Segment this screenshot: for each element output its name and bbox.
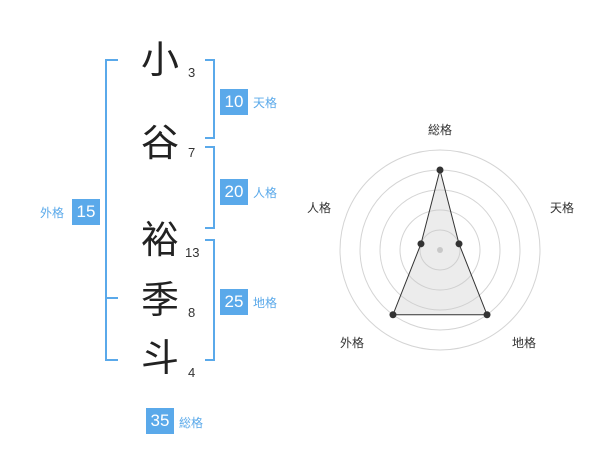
radar-axis-label-soukaku: 総格 (427, 123, 452, 137)
radar-point-1 (455, 240, 463, 248)
tenkaku-label: 天格 (253, 96, 278, 110)
stroke-count-1: 3 (188, 65, 196, 80)
radar-point-3 (389, 311, 397, 319)
name-char-4: 季 (140, 278, 179, 322)
soukaku-label: 総格 (179, 416, 204, 430)
chikaku-bracket (205, 239, 215, 361)
stroke-count-2: 7 (188, 145, 196, 160)
gaikaku-label: 外格 (40, 206, 65, 220)
radar-axis-label-tenkaku: 天格 (549, 201, 574, 215)
tenkaku-bracket (205, 59, 215, 139)
radar-ring-5 (339, 149, 541, 351)
name-char-5: 斗 (140, 336, 179, 380)
stroke-count-5: 4 (188, 365, 196, 380)
radar-point-4 (417, 240, 425, 248)
stroke-count-3: 13 (185, 245, 200, 260)
radar-point-0 (436, 166, 444, 174)
gaikaku-value-box: 15 (72, 199, 100, 225)
radar-value-polygon (392, 169, 488, 316)
radar-axis-label-jinkaku: 人格 (306, 201, 331, 215)
radar-center-dot (437, 247, 443, 253)
tenkaku-value-box: 10 (220, 89, 248, 115)
jinkaku-label: 人格 (253, 186, 278, 200)
gaikaku-bracket (105, 59, 118, 361)
name-char-1: 小 (140, 38, 179, 82)
name-char-2: 谷 (140, 121, 179, 165)
soukaku-value-box: 35 (146, 408, 174, 434)
stroke-count-4: 8 (188, 305, 196, 320)
jinkaku-value-box: 20 (220, 179, 248, 205)
radar-ring-2 (399, 209, 481, 291)
name-char-3: 裕 (140, 218, 179, 262)
jinkaku-bracket (205, 146, 215, 229)
chikaku-value-box: 25 (220, 289, 248, 315)
radar-axis-label-chikaku: 地格 (511, 336, 536, 350)
radar-axis-label-gaikaku: 外格 (339, 336, 364, 350)
chikaku-label: 地格 (253, 296, 278, 310)
radar-ring-1 (419, 229, 461, 271)
radar-ring-3 (379, 189, 501, 311)
radar-point-2 (483, 311, 491, 319)
